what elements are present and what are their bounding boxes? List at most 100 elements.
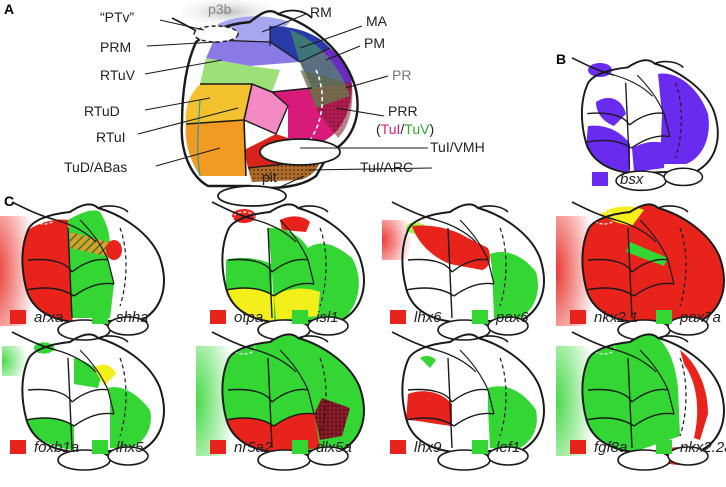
expression-region xyxy=(26,418,74,450)
expression-region xyxy=(420,355,436,368)
panel-b: B bsx xyxy=(556,51,719,192)
panel-c-letter: C xyxy=(4,193,14,209)
legend-gene-bsx: bsx xyxy=(620,171,644,188)
expression-diagram xyxy=(196,331,365,471)
legend-swatch-red xyxy=(390,310,406,324)
expression-region xyxy=(490,252,539,318)
legend-gene-green: lhx5 xyxy=(116,439,144,456)
region-rtui xyxy=(185,120,246,176)
label-prr-sub-slash: / xyxy=(400,121,404,137)
expression-region xyxy=(412,225,490,270)
legend-gene-red: lhx9 xyxy=(414,439,442,456)
panel-a-letter: A xyxy=(4,1,14,17)
legend-swatch-green xyxy=(92,440,108,454)
expression-diagram xyxy=(382,201,545,341)
expression-region xyxy=(680,350,708,440)
expression-region xyxy=(600,206,644,226)
label-rtui: RTuI xyxy=(96,129,126,145)
legend-gene-red: foxb1a xyxy=(34,439,79,456)
label-prr: PRR xyxy=(388,103,418,119)
label-rm: RM xyxy=(310,4,332,20)
expression-diagram xyxy=(2,331,165,471)
expression-region xyxy=(274,288,320,320)
ptv-dashed-outline xyxy=(193,25,239,43)
expression-diagram xyxy=(0,201,165,341)
legend-gene-green: shha xyxy=(116,309,149,326)
panel-a-leaders xyxy=(137,13,433,189)
ptv-dashed-outline xyxy=(32,211,56,225)
legend-swatch-green xyxy=(292,310,308,324)
legend-gene-red: fgf8a xyxy=(594,439,627,456)
panel-a-labels: “PTv” p3b RM PRM MA PM RTuV PR RTuD PRR … xyxy=(64,1,485,185)
legend-swatch-red xyxy=(210,440,226,454)
label-rtuv: RTuV xyxy=(100,67,136,83)
panel-b-letter: B xyxy=(556,51,566,67)
ptv-dashed-outline xyxy=(32,341,56,355)
expression-region xyxy=(108,387,151,448)
expression-region xyxy=(314,398,350,440)
bsx-region-3 xyxy=(658,73,709,164)
legend-gene-green: lef1 xyxy=(496,439,520,456)
label-ptv: “PTv” xyxy=(100,9,135,25)
label-ma: MA xyxy=(366,13,388,29)
label-prr-sub: (TuI/TuV) xyxy=(376,121,434,137)
expression-diagram xyxy=(556,201,725,341)
ptv-dashed-outline xyxy=(592,211,616,225)
ptv-dashed-outline xyxy=(412,211,436,225)
panel-a: A xyxy=(4,0,485,207)
ptv-dashed-outline xyxy=(412,341,436,355)
label-rtud: RTuD xyxy=(84,103,120,119)
label-pm: PM xyxy=(364,35,385,51)
legend-swatch-green xyxy=(92,310,108,324)
expression-region xyxy=(226,257,272,296)
legend-gene-green: pax7a xyxy=(679,309,721,326)
label-prr-sub-tuv: TuV xyxy=(404,121,430,137)
panel-c-diagrams xyxy=(0,201,725,471)
label-tui-arc: TuI/ARC xyxy=(360,159,413,175)
legend-swatch-red xyxy=(570,440,586,454)
ptv-dashed-outline xyxy=(232,341,256,355)
expression-region xyxy=(23,219,74,322)
legend-swatch-red xyxy=(10,310,26,324)
label-pit: pit xyxy=(262,169,277,185)
label-prm: PRM xyxy=(100,39,131,55)
expression-region xyxy=(74,358,102,388)
expression-region xyxy=(94,364,116,386)
legend-swatch-green xyxy=(656,310,672,324)
legend-gene-red: nr5a2 xyxy=(234,439,273,456)
label-prr-sub-close: ) xyxy=(429,121,434,137)
legend-gene-red: arxa xyxy=(34,309,63,326)
expression-diagram xyxy=(391,331,545,471)
expression-region xyxy=(582,334,680,452)
label-tui-vmh: TuI/VMH xyxy=(430,139,485,155)
label-prr-sub-tui: TuI xyxy=(381,121,401,137)
tui-arc-body xyxy=(259,138,341,166)
legend-swatch-red xyxy=(10,440,26,454)
ptv-dashed-outline xyxy=(592,341,616,355)
legend-gene-red: nkx2.1 xyxy=(594,309,638,326)
region-rtud xyxy=(185,84,252,124)
legend-swatch-bsx xyxy=(592,172,608,186)
legend-gene-red: otpa xyxy=(234,309,263,326)
label-pr: PR xyxy=(392,67,411,83)
legend-swatch-red xyxy=(390,440,406,454)
expression-diagram xyxy=(211,201,365,341)
bsx-region-5 xyxy=(632,141,666,172)
label-p3b: p3b xyxy=(208,1,232,17)
legend-gene-green: nkx2.2a xyxy=(680,439,726,456)
legend-swatch-green xyxy=(656,440,672,454)
legend-gene-red: lhx6 xyxy=(414,309,442,326)
label-prr-sub-open: ( xyxy=(376,121,381,137)
expression-region xyxy=(226,288,274,322)
legend-swatch-red xyxy=(570,310,586,324)
expression-region xyxy=(406,391,452,426)
panel-b-diagram xyxy=(570,56,719,192)
expression-region xyxy=(582,204,724,322)
legend-swatch-green xyxy=(472,310,488,324)
legend-gene-green: isl1 xyxy=(316,309,339,326)
expression-region xyxy=(70,232,108,256)
legend-gene-green: dlx5a xyxy=(316,439,352,456)
